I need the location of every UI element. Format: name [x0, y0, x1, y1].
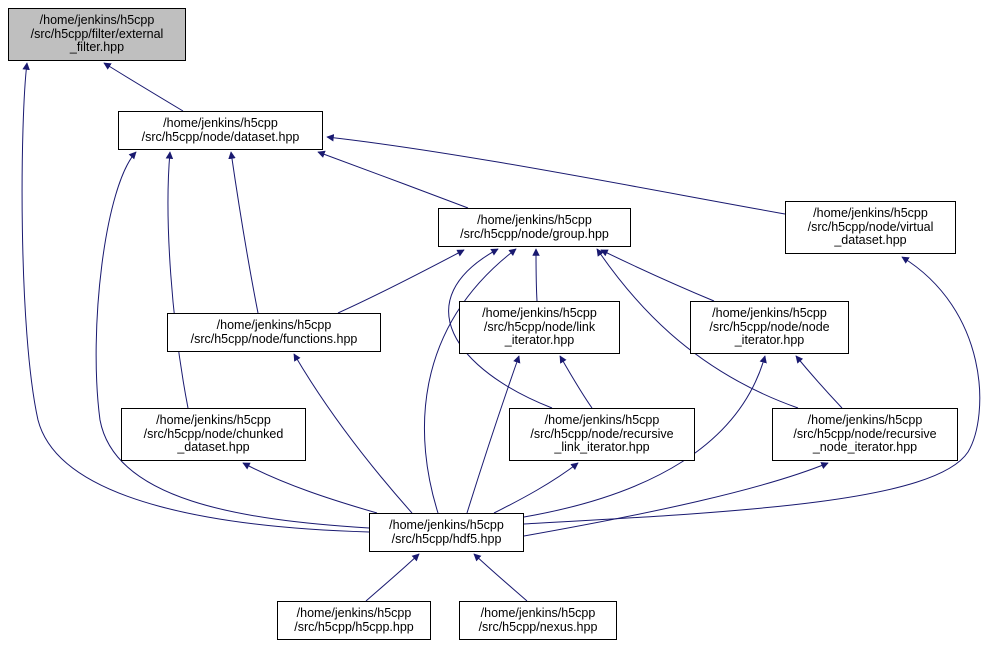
edge-hdf5-to-node-iterator	[523, 355, 767, 518]
node-recursive-node-iterator-hpp[interactable]: /home/jenkins/h5cpp /src/h5cpp/node/recu…	[772, 408, 958, 461]
edge-h5cpp-to-hdf5	[365, 553, 420, 602]
edge-dataset-to-external-filter	[103, 62, 184, 112]
node-h5cpp-hpp[interactable]: /home/jenkins/h5cpp /src/h5cpp/h5cpp.hpp	[277, 601, 431, 640]
node-recursive-link-iterator-hpp[interactable]: /home/jenkins/h5cpp /src/h5cpp/node/recu…	[509, 408, 695, 461]
edge-nexus-to-hdf5	[473, 553, 528, 602]
node-hdf5-hpp[interactable]: /home/jenkins/h5cpp /src/h5cpp/hdf5.hpp	[369, 513, 524, 552]
edge-recursive-link-iterator-to-link-iterator	[559, 355, 593, 409]
edge-hdf5-to-chunked-dataset	[242, 462, 378, 514]
edge-group-to-dataset	[317, 150, 469, 209]
edge-hdf5-to-recursive-node-iterator	[523, 462, 829, 537]
edge-hdf5-to-link-iterator	[466, 355, 521, 514]
node-external-filter-hpp[interactable]: /home/jenkins/h5cpp /src/h5cpp/filter/ex…	[8, 8, 186, 61]
node-chunked-dataset-hpp[interactable]: /home/jenkins/h5cpp /src/h5cpp/node/chun…	[121, 408, 306, 461]
node-group-hpp[interactable]: /home/jenkins/h5cpp /src/h5cpp/node/grou…	[438, 208, 631, 247]
node-link-iterator-hpp[interactable]: /home/jenkins/h5cpp /src/h5cpp/node/link…	[459, 301, 620, 354]
edge-chunked-dataset-to-dataset	[165, 151, 189, 409]
edge-virtual-dataset-to-dataset	[326, 134, 786, 215]
node-nexus-hpp[interactable]: /home/jenkins/h5cpp /src/h5cpp/nexus.hpp	[459, 601, 617, 640]
node-dataset-hpp[interactable]: /home/jenkins/h5cpp /src/h5cpp/node/data…	[118, 111, 323, 150]
edge-hdf5-to-external-filter	[21, 62, 370, 533]
edge-link-iterator-to-group	[532, 248, 540, 302]
node-node-iterator-hpp[interactable]: /home/jenkins/h5cpp /src/h5cpp/node/node…	[690, 301, 849, 354]
node-functions-hpp[interactable]: /home/jenkins/h5cpp /src/h5cpp/node/func…	[167, 313, 381, 352]
node-virtual-dataset-hpp[interactable]: /home/jenkins/h5cpp /src/h5cpp/node/virt…	[785, 201, 956, 254]
edge-node-iterator-to-group	[600, 249, 715, 302]
edge-hdf5-to-recursive-link-iterator	[493, 462, 579, 514]
edge-recursive-node-iterator-to-group	[596, 248, 799, 409]
edge-hdf5-to-group	[423, 248, 517, 514]
edge-recursive-node-iterator-to-node-iterator	[795, 355, 843, 409]
edge-functions-to-group	[337, 249, 465, 314]
edge-hdf5-to-functions	[293, 353, 413, 514]
edge-functions-to-dataset	[228, 151, 259, 314]
edge-hdf5-to-virtual-dataset	[523, 256, 981, 525]
edge-recursive-link-iterator-to-group	[448, 248, 553, 409]
edge-hdf5-to-dataset	[95, 151, 370, 529]
